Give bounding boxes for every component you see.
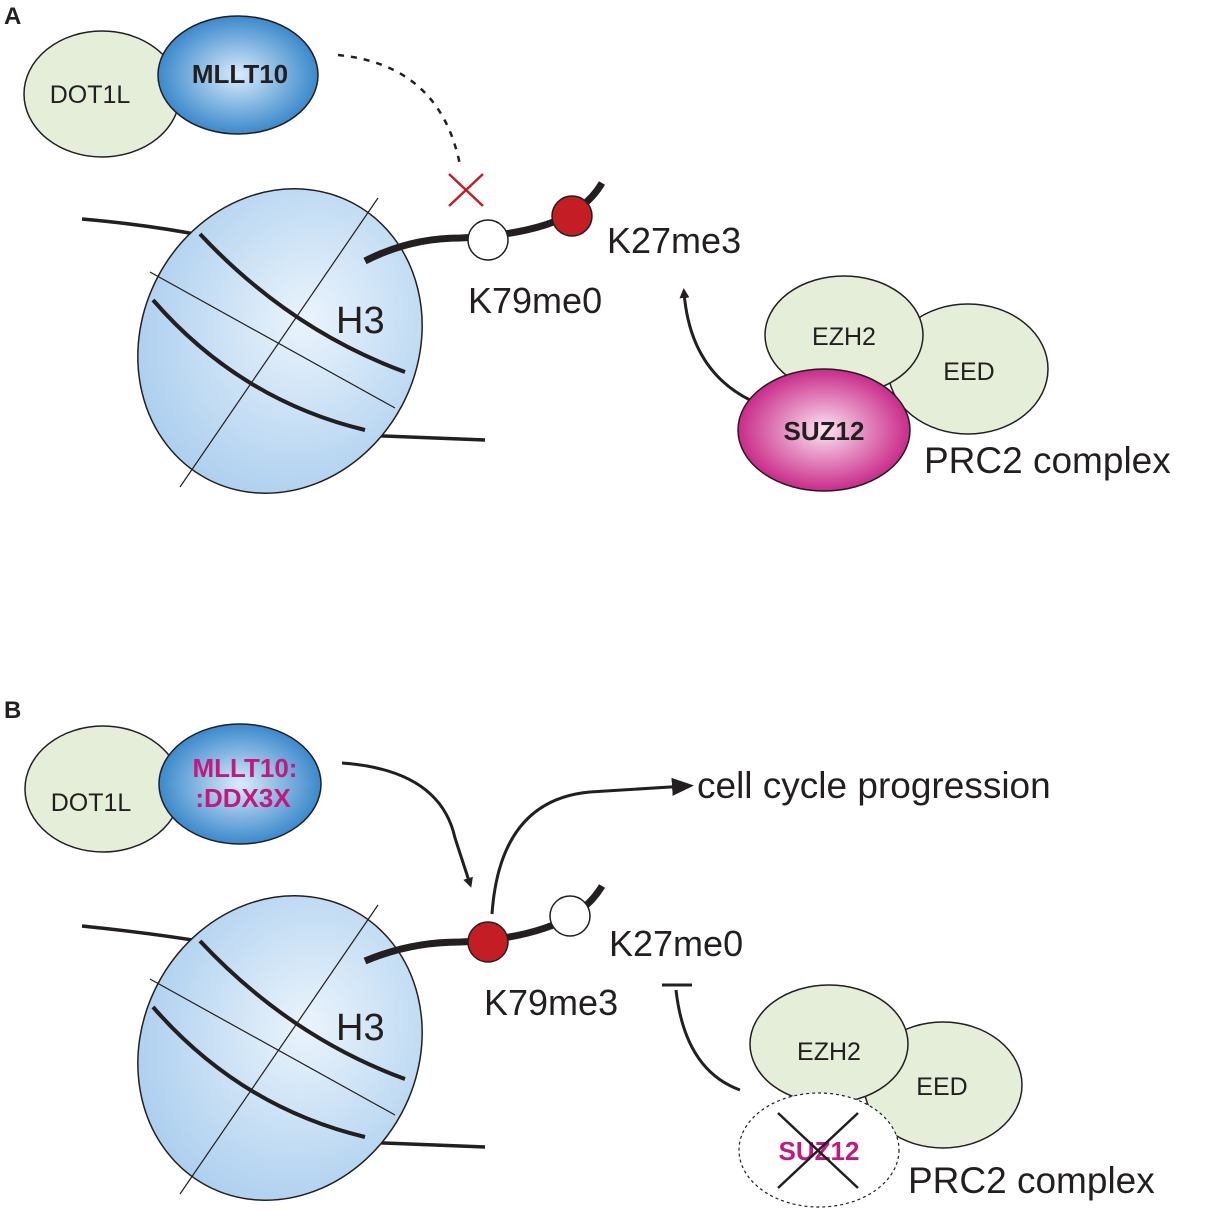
suz12-protein: SUZ12 xyxy=(737,368,911,492)
panel-b: B DOT1L MLLT10: :DDX3X cell cycle progre… xyxy=(4,697,1155,1208)
panel-letter: B xyxy=(4,697,21,724)
methylation-arrow xyxy=(341,761,473,888)
k79-label: K79me0 xyxy=(468,280,602,321)
suz12-label: SUZ12 xyxy=(784,416,865,446)
ezh2-protein: EZH2 xyxy=(749,984,909,1104)
eed-label: EED xyxy=(916,1073,967,1101)
cell-cycle-progression-label: cell cycle progression xyxy=(697,765,1051,806)
eed-protein: EED xyxy=(887,303,1049,435)
histone-label: H3 xyxy=(336,1007,385,1049)
suz12-deleted-protein: SUZ12 xyxy=(738,1092,900,1208)
k27-methylated-site xyxy=(551,195,593,237)
k27-label: K27me3 xyxy=(607,220,741,261)
mllt10-label: MLLT10 xyxy=(192,59,288,89)
methylation-arrow xyxy=(679,288,751,402)
prc2-complex-label: PRC2 complex xyxy=(908,1160,1155,1201)
dot1l-label: DOT1L xyxy=(50,81,131,109)
ezh2-label: EZH2 xyxy=(812,323,876,351)
panel-a: A DOT1L MLLT10 H3 xyxy=(4,3,1171,494)
nucleosome xyxy=(137,895,423,1201)
nucleosome-divisions xyxy=(149,904,406,1195)
k79-label: K79me3 xyxy=(484,982,618,1023)
histone-label: H3 xyxy=(336,300,385,342)
k79-methylated-site xyxy=(467,921,509,963)
eed-label: EED xyxy=(943,358,994,386)
fusion-label-line1: MLLT10: xyxy=(193,753,298,783)
dna-strand xyxy=(81,217,206,238)
dot1l-protein: DOT1L xyxy=(23,30,181,158)
progression-arrow xyxy=(490,777,694,915)
ezh2-label: EZH2 xyxy=(797,1038,861,1066)
k27-unmethylated-site xyxy=(549,895,591,937)
nucleosome-divisions xyxy=(149,197,406,488)
dot1l-protein: DOT1L xyxy=(24,725,182,853)
dot1l-label: DOT1L xyxy=(51,789,132,817)
mllt10-ddx3x-fusion: MLLT10: :DDX3X xyxy=(158,723,322,845)
panel-letter: A xyxy=(4,3,21,30)
k27-label: K27me0 xyxy=(609,923,743,964)
dna-strand xyxy=(81,924,206,944)
fusion-label-line2: :DDX3X xyxy=(195,783,291,813)
blocked-dotted-line xyxy=(337,53,462,166)
block-cross-icon xyxy=(448,173,484,207)
k79-unmethylated-site xyxy=(467,219,509,261)
deletion-cross-icon xyxy=(777,1112,859,1189)
prc2-complex-label: PRC2 complex xyxy=(924,440,1171,481)
ezh2-protein: EZH2 xyxy=(764,275,924,395)
inhibition-line xyxy=(674,989,741,1092)
mllt10-protein: MLLT10 xyxy=(157,15,319,135)
